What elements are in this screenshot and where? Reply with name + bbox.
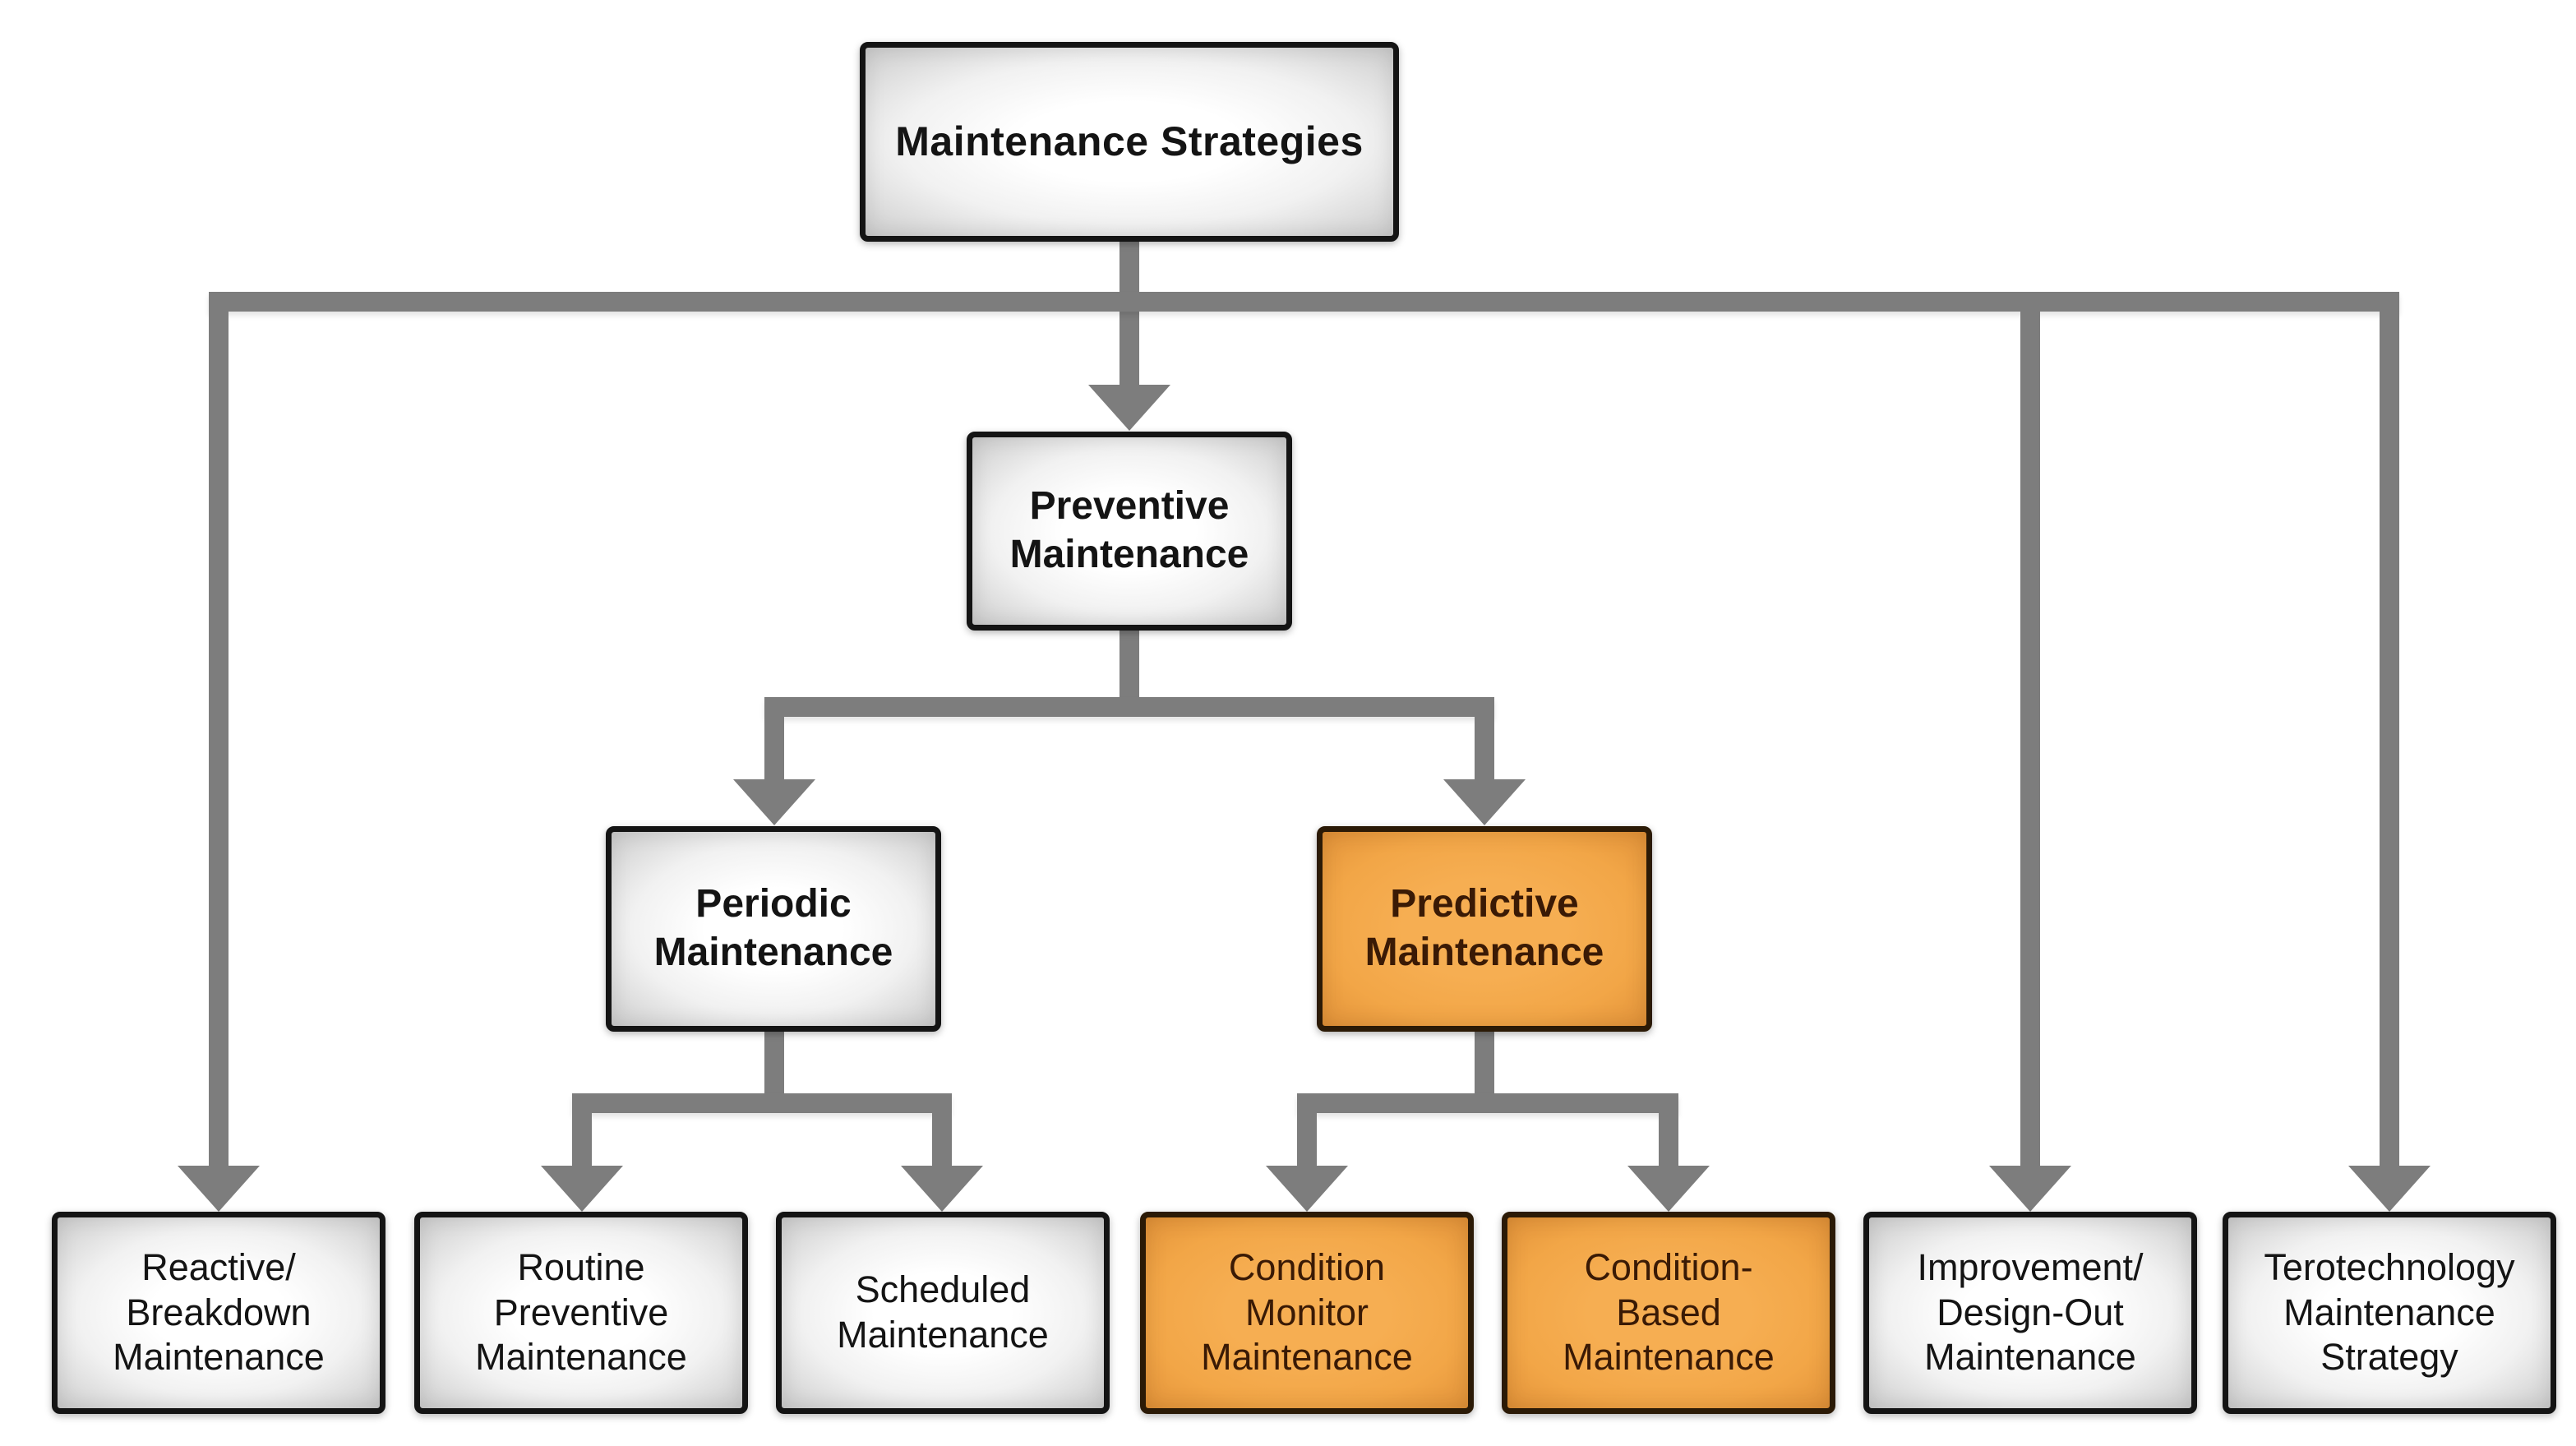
arrowhead-to-periodic	[733, 779, 815, 825]
arrowhead-to-routine	[541, 1166, 623, 1212]
connector-drop-reactive	[209, 312, 229, 1167]
arrowhead-to-condition-monitor	[1266, 1166, 1348, 1212]
connector-root-crossbar	[209, 292, 2399, 312]
connector-predictive-stem	[1475, 1032, 1494, 1095]
node-improvement-design-out-maintenance: Improvement/ Design-Out Maintenance	[1863, 1212, 2197, 1414]
node-routine-preventive-maintenance: Routine Preventive Maintenance	[414, 1212, 748, 1414]
connector-root-stem	[1119, 242, 1139, 386]
connector-preventive-stem	[1119, 631, 1139, 699]
connector-drop-periodic	[764, 717, 784, 781]
connector-predictive-crossbar	[1297, 1093, 1678, 1113]
node-scheduled-maintenance: Scheduled Maintenance	[776, 1212, 1110, 1414]
connector-periodic-stem	[764, 1032, 784, 1095]
arrowhead-to-condition-based	[1627, 1166, 1710, 1212]
connector-periodic-crossbar	[572, 1093, 952, 1113]
node-condition-based-maintenance: Condition- Based Maintenance	[1502, 1212, 1835, 1414]
arrowhead-to-predictive	[1443, 779, 1526, 825]
connector-drop-condition-based	[1659, 1113, 1678, 1167]
node-reactive-breakdown-maintenance: Reactive/ Breakdown Maintenance	[52, 1212, 385, 1414]
arrowhead-to-scheduled	[901, 1166, 983, 1212]
connector-drop-routine	[572, 1113, 592, 1167]
arrowhead-to-reactive	[178, 1166, 260, 1212]
connector-drop-improvement	[2020, 312, 2040, 1167]
arrowhead-root-to-preventive	[1088, 385, 1170, 431]
connector-drop-predictive	[1475, 717, 1494, 781]
node-predictive-maintenance: Predictive Maintenance	[1317, 826, 1652, 1032]
connector-drop-condition-monitor	[1297, 1113, 1317, 1167]
node-preventive-maintenance: Preventive Maintenance	[967, 432, 1292, 631]
connector-drop-terotechnology	[2380, 312, 2399, 1167]
node-maintenance-strategies: Maintenance Strategies	[860, 42, 1399, 242]
connector-preventive-crossbar	[764, 697, 1494, 717]
node-condition-monitor-maintenance: Condition Monitor Maintenance	[1140, 1212, 1474, 1414]
arrowhead-to-improvement	[1989, 1166, 2071, 1212]
node-periodic-maintenance: Periodic Maintenance	[606, 826, 941, 1032]
connector-drop-scheduled	[932, 1113, 952, 1167]
node-terotechnology-maintenance-strategy: Terotechnology Maintenance Strategy	[2223, 1212, 2556, 1414]
arrowhead-to-terotechnology	[2348, 1166, 2431, 1212]
